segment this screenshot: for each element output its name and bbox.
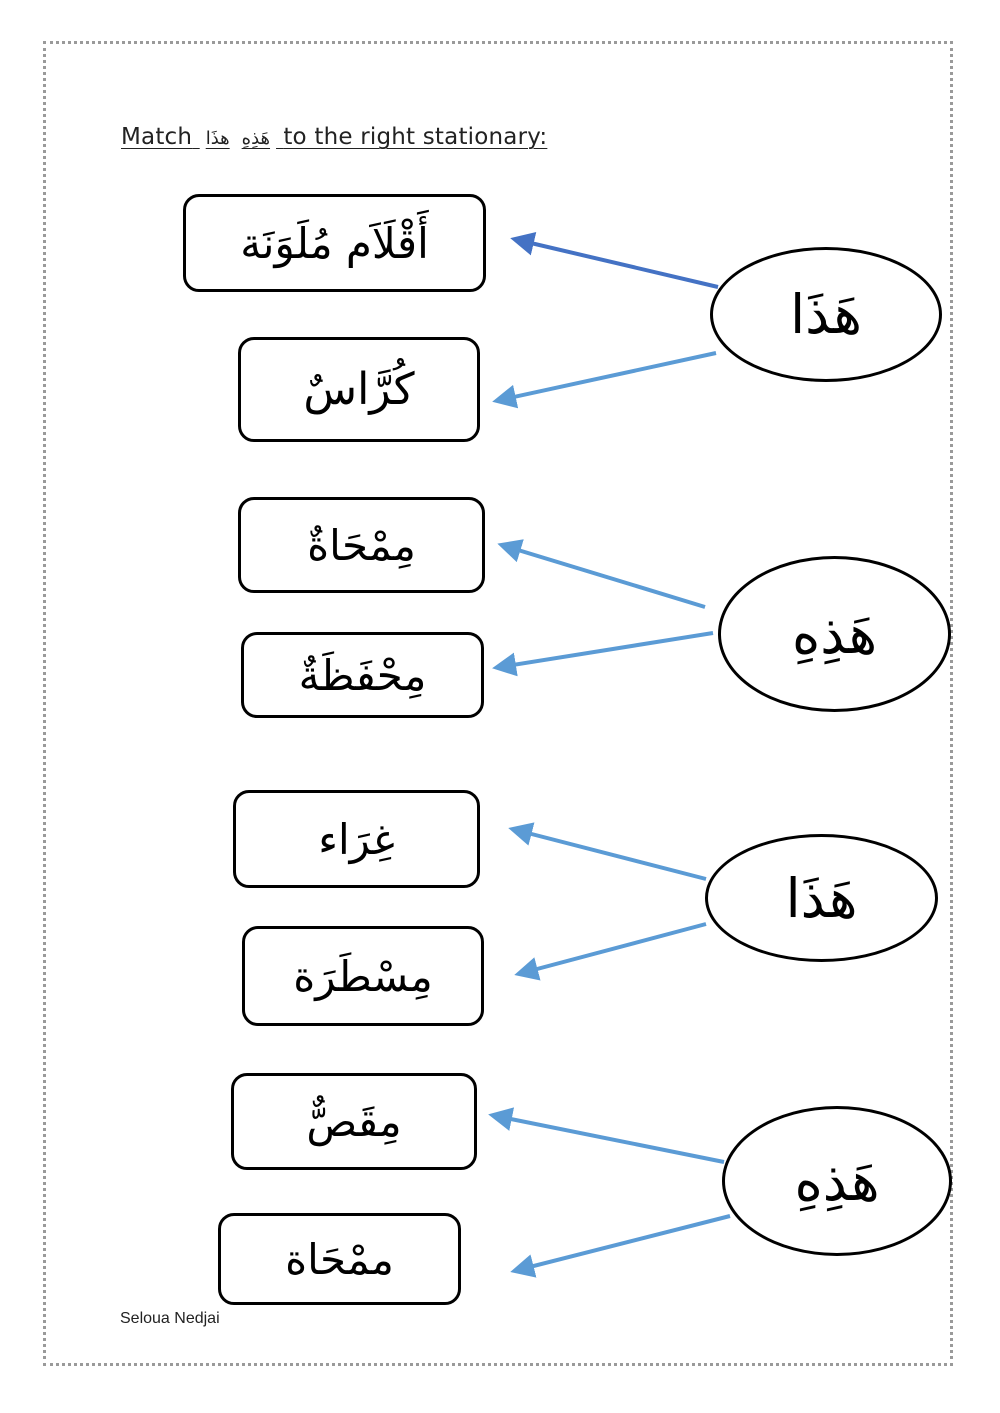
word-label: ممْحَاة — [285, 1234, 394, 1284]
word-box[interactable]: كُرَّاسٌ — [238, 337, 480, 442]
heading-word-hathihi: هَذِهِ — [241, 128, 271, 149]
arrow-line — [488, 1107, 725, 1164]
word-label: مِحْفَظَةٌ — [298, 650, 427, 700]
word-label: غِرَاء — [318, 814, 395, 864]
heading-suffix: to the right stationary: — [283, 124, 548, 150]
heading-prefix: Match — [121, 124, 193, 150]
author-credit: Seloua Nedjai — [120, 1310, 220, 1327]
page-border — [43, 41, 953, 1366]
pointer-label: هَذَا — [790, 283, 862, 346]
arrow-line — [492, 351, 717, 409]
pointer-oval[interactable]: هَذَا — [705, 834, 938, 962]
pointer-oval[interactable]: هَذَا — [710, 247, 942, 382]
word-label: مِقَصٌّ — [306, 1097, 402, 1146]
pointer-oval[interactable]: هَذِهِ — [718, 556, 951, 712]
arrow-line — [497, 539, 706, 609]
word-box[interactable]: أَقْلَاَم مُلَوَنَة — [183, 194, 486, 292]
pointer-oval[interactable]: هَذِهِ — [722, 1106, 952, 1256]
pointer-label: هَذِهِ — [791, 602, 878, 666]
arrow-line — [510, 231, 719, 289]
word-label: مِسْطَرَة — [293, 951, 433, 1001]
arrow-line — [514, 922, 707, 981]
word-box[interactable]: مِسْطَرَة — [242, 926, 484, 1026]
word-box[interactable]: غِرَاء — [233, 790, 480, 888]
arrow-line — [492, 631, 714, 677]
word-box[interactable]: مِقَصٌّ — [231, 1073, 477, 1170]
word-label: أَقْلَاَم مُلَوَنَة — [240, 218, 429, 268]
word-label: كُرَّاسٌ — [303, 364, 415, 415]
arrow-line — [508, 822, 707, 881]
word-box[interactable]: مِحْفَظَةٌ — [241, 632, 484, 718]
instruction-heading: Match هذَا هَذِهِ to the right stationary… — [121, 124, 547, 150]
word-label: مِمْحَاةٌ — [307, 520, 416, 570]
pointer-label: هَذِهِ — [794, 1149, 880, 1213]
word-box[interactable]: ممْحَاة — [218, 1213, 461, 1305]
arrow-line — [510, 1214, 731, 1278]
heading-word-hatha: هذَا — [205, 128, 230, 149]
word-box[interactable]: مِمْحَاةٌ — [238, 497, 485, 593]
pointer-label: هَذَا — [785, 866, 858, 930]
